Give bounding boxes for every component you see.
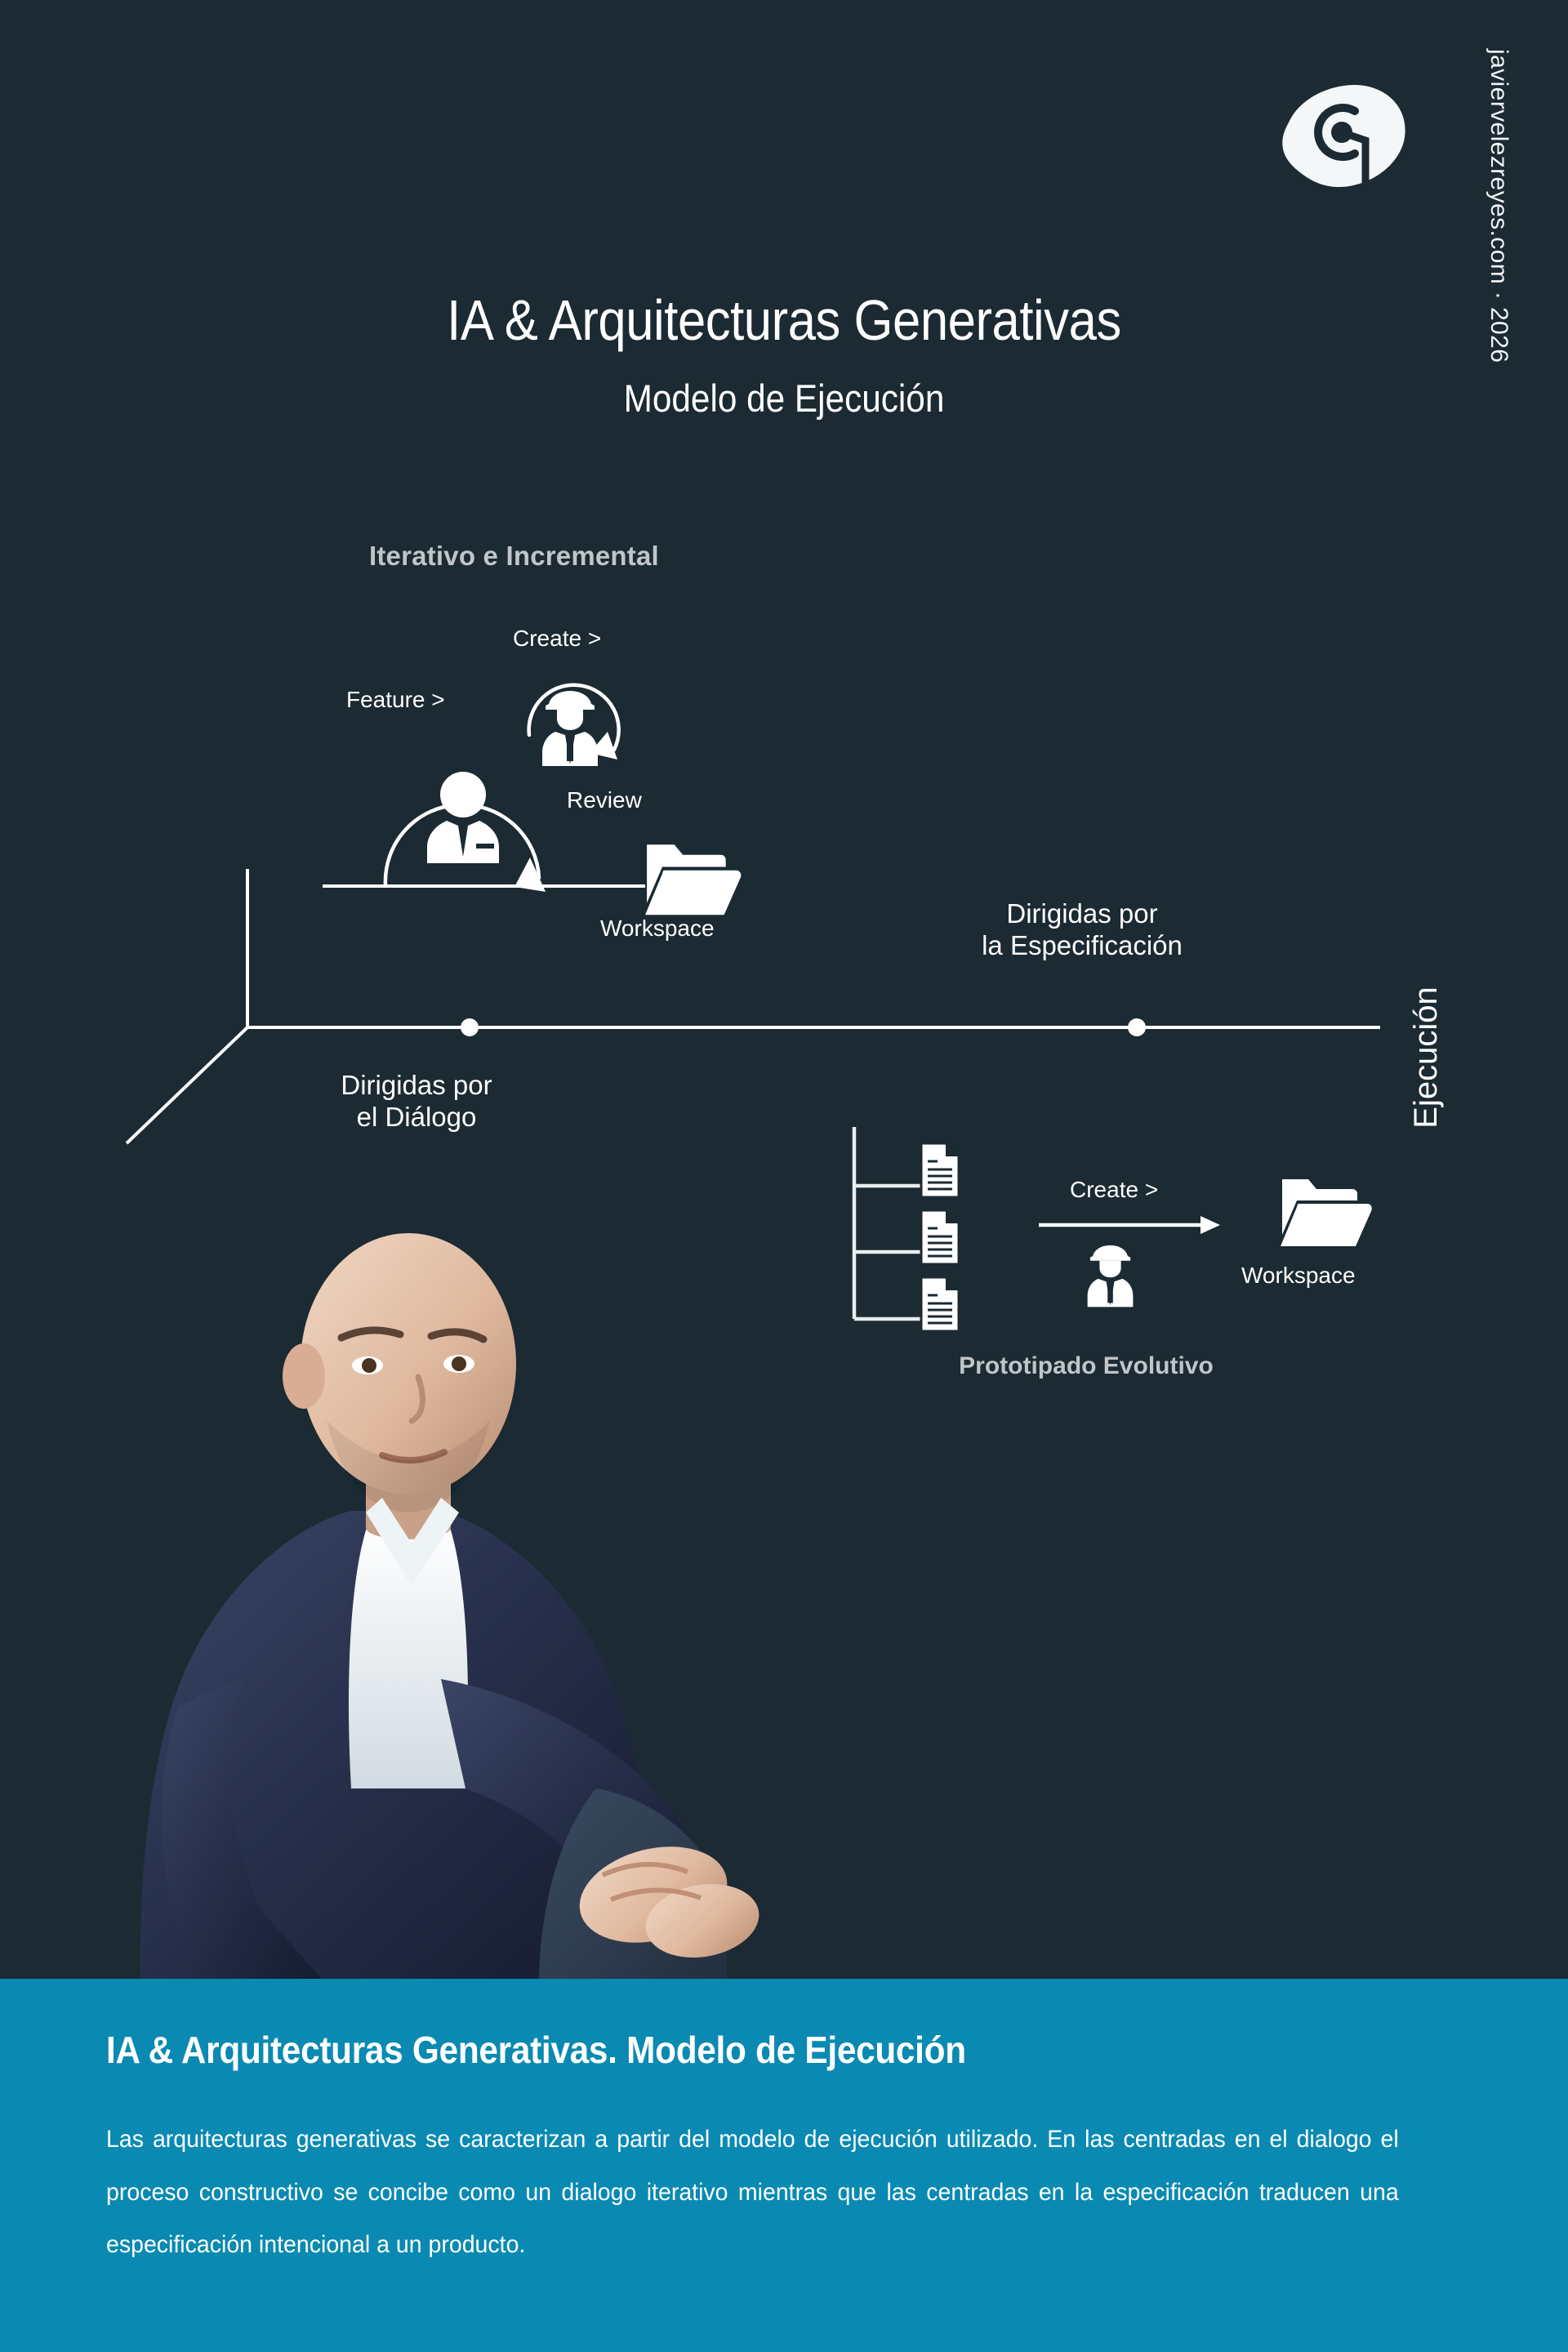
page-subtitle: Modelo de Ejecución (623, 376, 945, 420)
axis-diagonal (125, 1026, 249, 1145)
label-feature: Feature > (346, 687, 445, 712)
block-title-prototype: Prototipado Evolutivo (959, 1352, 1214, 1379)
open-folder-icon (1281, 1179, 1372, 1246)
document-icon (920, 1276, 960, 1333)
document-icon (920, 1209, 960, 1266)
axis-label-ejecucion: Ejecución (1408, 987, 1444, 1129)
timeline-marker-dialogo (461, 1018, 479, 1036)
review-loop-arrowhead (514, 858, 546, 892)
label-create-bottom: Create > (1070, 1177, 1159, 1202)
create-arrow-head (1200, 1216, 1220, 1234)
open-folder-icon (645, 844, 742, 915)
business-user-icon (427, 772, 499, 863)
brand-logo-icon (1264, 75, 1419, 198)
spy-agent-icon (1087, 1245, 1134, 1307)
block-title-iterative: Iterativo e Incremental (369, 541, 659, 571)
label-create-top: Create > (513, 626, 602, 651)
label-workspace-bottom: Workspace (1241, 1263, 1356, 1288)
banner-paragraph: Las arquitecturas generativas se caracte… (106, 2126, 1399, 2258)
label-workspace-top: Workspace (600, 915, 715, 941)
bottom-banner: IA & Arquitecturas Generativas. Modelo d… (0, 1979, 1568, 2352)
phase-label-dialogo: Dirigidas por el Diálogo (341, 1070, 492, 1132)
phase-label-especificacion: Dirigidas por la Especificación (982, 898, 1183, 960)
execution-model-diagram (125, 683, 1380, 1333)
banner-heading: IA & Arquitecturas Generativas. Modelo d… (106, 2029, 966, 2071)
create-loop-arrow (527, 683, 621, 752)
spy-agent-icon (542, 691, 598, 766)
documents-bracket (852, 1127, 928, 1321)
timeline-marker-especificacion (1128, 1018, 1146, 1036)
page-title: IA & Arquitecturas Generativas (447, 288, 1121, 352)
label-review: Review (567, 787, 642, 813)
document-icon (920, 1142, 960, 1199)
portrait-photo (140, 1233, 760, 1984)
